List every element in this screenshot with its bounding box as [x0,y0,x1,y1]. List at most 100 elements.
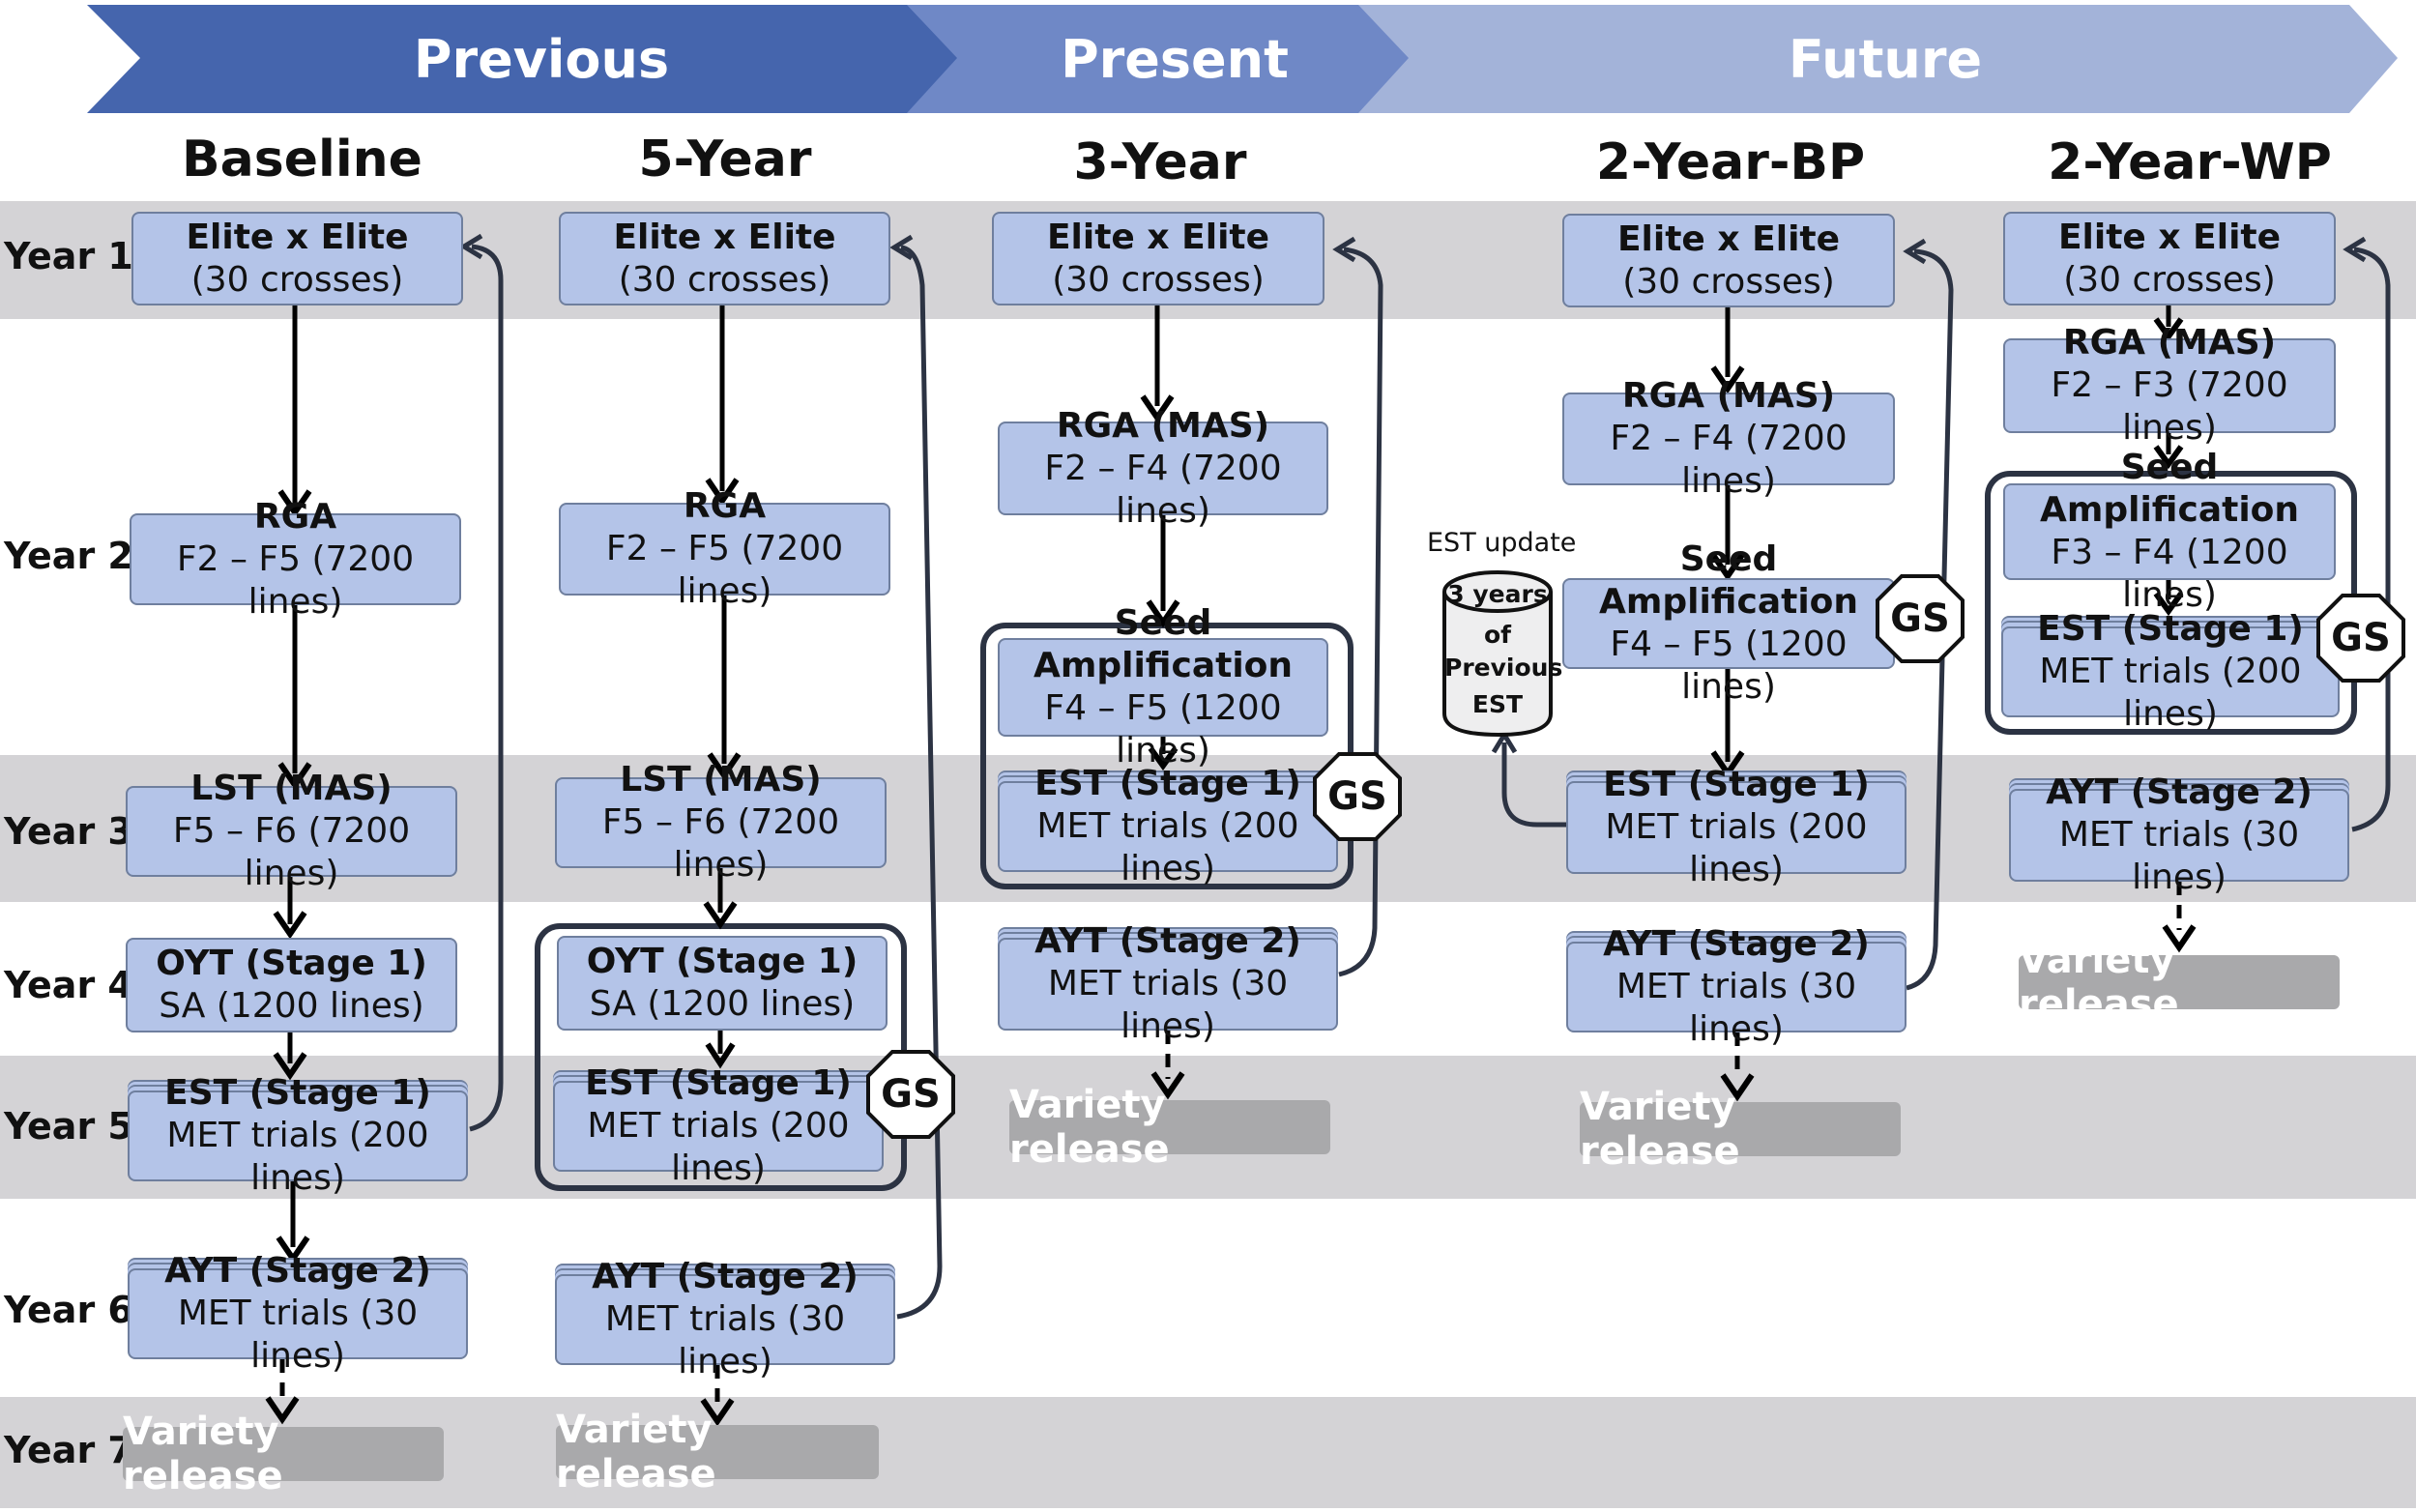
five-year-lst-box: LST (MAS)F5 – F6 (7200 lines) [555,760,887,885]
five-year-est-box: EST (Stage 1)MET trials (200 lines) [553,1063,884,1188]
baseline-flow-arrows [265,305,312,1425]
two-year-wp-est-box: EST (Stage 1)MET trials (200 lines) [2001,609,2340,734]
two-year-bp-est-box: EST (Stage 1)MET trials (200 lines) [1566,765,1907,889]
box-detail: MET trials (30 lines) [1047,964,1289,1046]
box-detail: MET trials (30 lines) [1616,967,1857,1049]
baseline-oyt-box: OYT (Stage 1)SA (1200 lines) [126,938,457,1032]
box-title: OYT (Stage 1) [156,944,427,983]
three-year-flow-arrows [1140,305,1185,1100]
five-year-crosses-box: Elite x Elite(30 crosses) [559,212,890,305]
gs-label: GS [881,1072,941,1117]
box-detail: SA (1200 lines) [159,986,424,1026]
two-year-bp-feedback-loop [1906,248,1954,991]
baseline-ayt-box: AYT (Stage 2)MET trials (30 lines) [128,1251,468,1376]
box-title: AYT (Stage 2) [1034,921,1301,961]
column-title-two-year-bp: 2-Year-BP [1595,133,1866,191]
box-detail: F2 – F3 (7200 lines) [2051,365,2288,448]
five-year-variety-release: Variety release [556,1408,879,1497]
box-detail: F2 – F4 (7200 lines) [1044,448,1282,531]
phase-label-previous: Previous [413,28,670,90]
three-year-est-box: EST (Stage 1)MET trials (200 lines) [998,764,1338,888]
box-title: EST (Stage 1) [1603,765,1870,804]
two-year-wp-crosses-box: Elite x Elite(30 crosses) [2003,212,2336,305]
box-detail: MET trials (200 lines) [166,1116,429,1198]
three-year-crosses-box: Elite x Elite(30 crosses) [992,212,1324,305]
est-update-label: EST update [1427,528,1577,558]
box-detail: F2 – F4 (7200 lines) [1610,419,1848,501]
box-title: Elite x Elite [186,217,409,257]
box-title: Elite x Elite [1616,218,1841,259]
box-detail: F4 – F5 (1200 lines) [1044,688,1282,771]
box-detail: F3 – F4 (1200 lines) [2051,533,2288,615]
five-year-oyt-box: OYT (Stage 1)SA (1200 lines) [557,936,888,1031]
database-label: 3 years of Previous EST [1444,578,1563,721]
box-detail: F2 – F5 (7200 lines) [176,538,415,622]
phase-banner [87,5,2398,113]
est-update-connector [1501,742,1566,828]
box-detail: MET trials (30 lines) [177,1294,419,1376]
two-year-wp-gs-badge: GS [2316,594,2405,683]
phase-label-future: Future [1788,28,1983,90]
five-year-gs-badge: GS [866,1050,955,1139]
box-title: RGA (MAS) [1056,405,1270,446]
three-year-ayt-box: AYT (Stage 2)MET trials (30 lines) [998,921,1338,1046]
box-title: AYT (Stage 2) [592,1257,859,1296]
box-title: EST (Stage 1) [1034,764,1301,803]
box-detail: MET trials (200 lines) [1036,806,1299,888]
year-label-5: Year 5 [4,1105,133,1148]
box-title: EST (Stage 1) [585,1063,852,1103]
baseline-lst-box: LST (MAS)F5 – F6 (7200 lines) [126,769,457,893]
two-year-bp-rga-box: RGA (MAS)F2 – F4 (7200 lines) [1562,376,1895,501]
phase-chevron-future [1358,5,2398,113]
two-year-bp-variety-release: Variety release [1580,1085,1901,1174]
baseline-feedback-loop [469,244,504,1132]
box-title: OYT (Stage 1) [586,942,859,981]
year-label-7: Year 7 [4,1429,133,1471]
two-year-wp-ayt-box: AYT (Stage 2)MET trials (30 lines) [2009,772,2349,897]
box-detail: (30 crosses) [2063,259,2276,300]
column-title-two-year-wp: 2-Year-WP [2048,133,2332,191]
five-year-ayt-box: AYT (Stage 2)MET trials (30 lines) [555,1257,895,1381]
database-line-3: Previous [1444,654,1563,682]
box-title: RGA [253,496,337,537]
gs-label: GS [2331,616,2391,660]
baseline-est-box: EST (Stage 1)MET trials (200 lines) [128,1073,468,1198]
two-year-bp-flow-arrows [1710,307,1755,1102]
year-label-2: Year 2 [4,535,133,577]
box-title: LST (MAS) [620,760,822,800]
two-year-wp-flow-arrows [2153,305,2197,953]
box-title: Elite x Elite [2057,217,2282,257]
box-detail: (30 crosses) [190,259,404,300]
year-label-4: Year 4 [4,964,133,1006]
box-detail: MET trials (30 lines) [604,1299,846,1381]
year-label-3: Year 3 [4,810,133,853]
box-title: EST (Stage 1) [2037,609,2304,649]
column-title-three-year: 3-Year [1073,133,1247,191]
database-line-2: of [1483,621,1512,649]
three-year-variety-release: Variety release [1009,1083,1330,1172]
box-title: EST (Stage 1) [164,1073,431,1113]
gs-label: GS [1890,596,1950,641]
database-line-4: EST [1471,690,1524,718]
box-detail: (30 crosses) [1052,259,1265,300]
baseline-crosses-box: Elite x Elite(30 crosses) [131,212,463,305]
three-year-feedback-loop [1338,247,1383,977]
five-year-flow-arrows [700,305,742,1427]
gs-label: GS [1327,774,1387,819]
box-title: AYT (Stage 2) [164,1251,431,1291]
box-title: Elite x Elite [1046,217,1270,257]
phase-chevron-previous [87,5,962,113]
two-year-wp-rga-box: RGA (MAS)F2 – F3 (7200 lines) [2003,323,2336,448]
box-detail: (30 crosses) [1622,261,1835,302]
box-title: AYT (Stage 2) [2046,772,2313,812]
box-title: RGA (MAS) [1621,376,1836,416]
box-detail: SA (1200 lines) [589,984,856,1024]
two-year-bp-ayt-box: AYT (Stage 2)MET trials (30 lines) [1566,924,1907,1049]
previous-est-database-icon [1442,570,1553,738]
two-year-wp-variety-release: Variety release [2019,938,2340,1027]
box-title: Elite x Elite [613,217,836,257]
